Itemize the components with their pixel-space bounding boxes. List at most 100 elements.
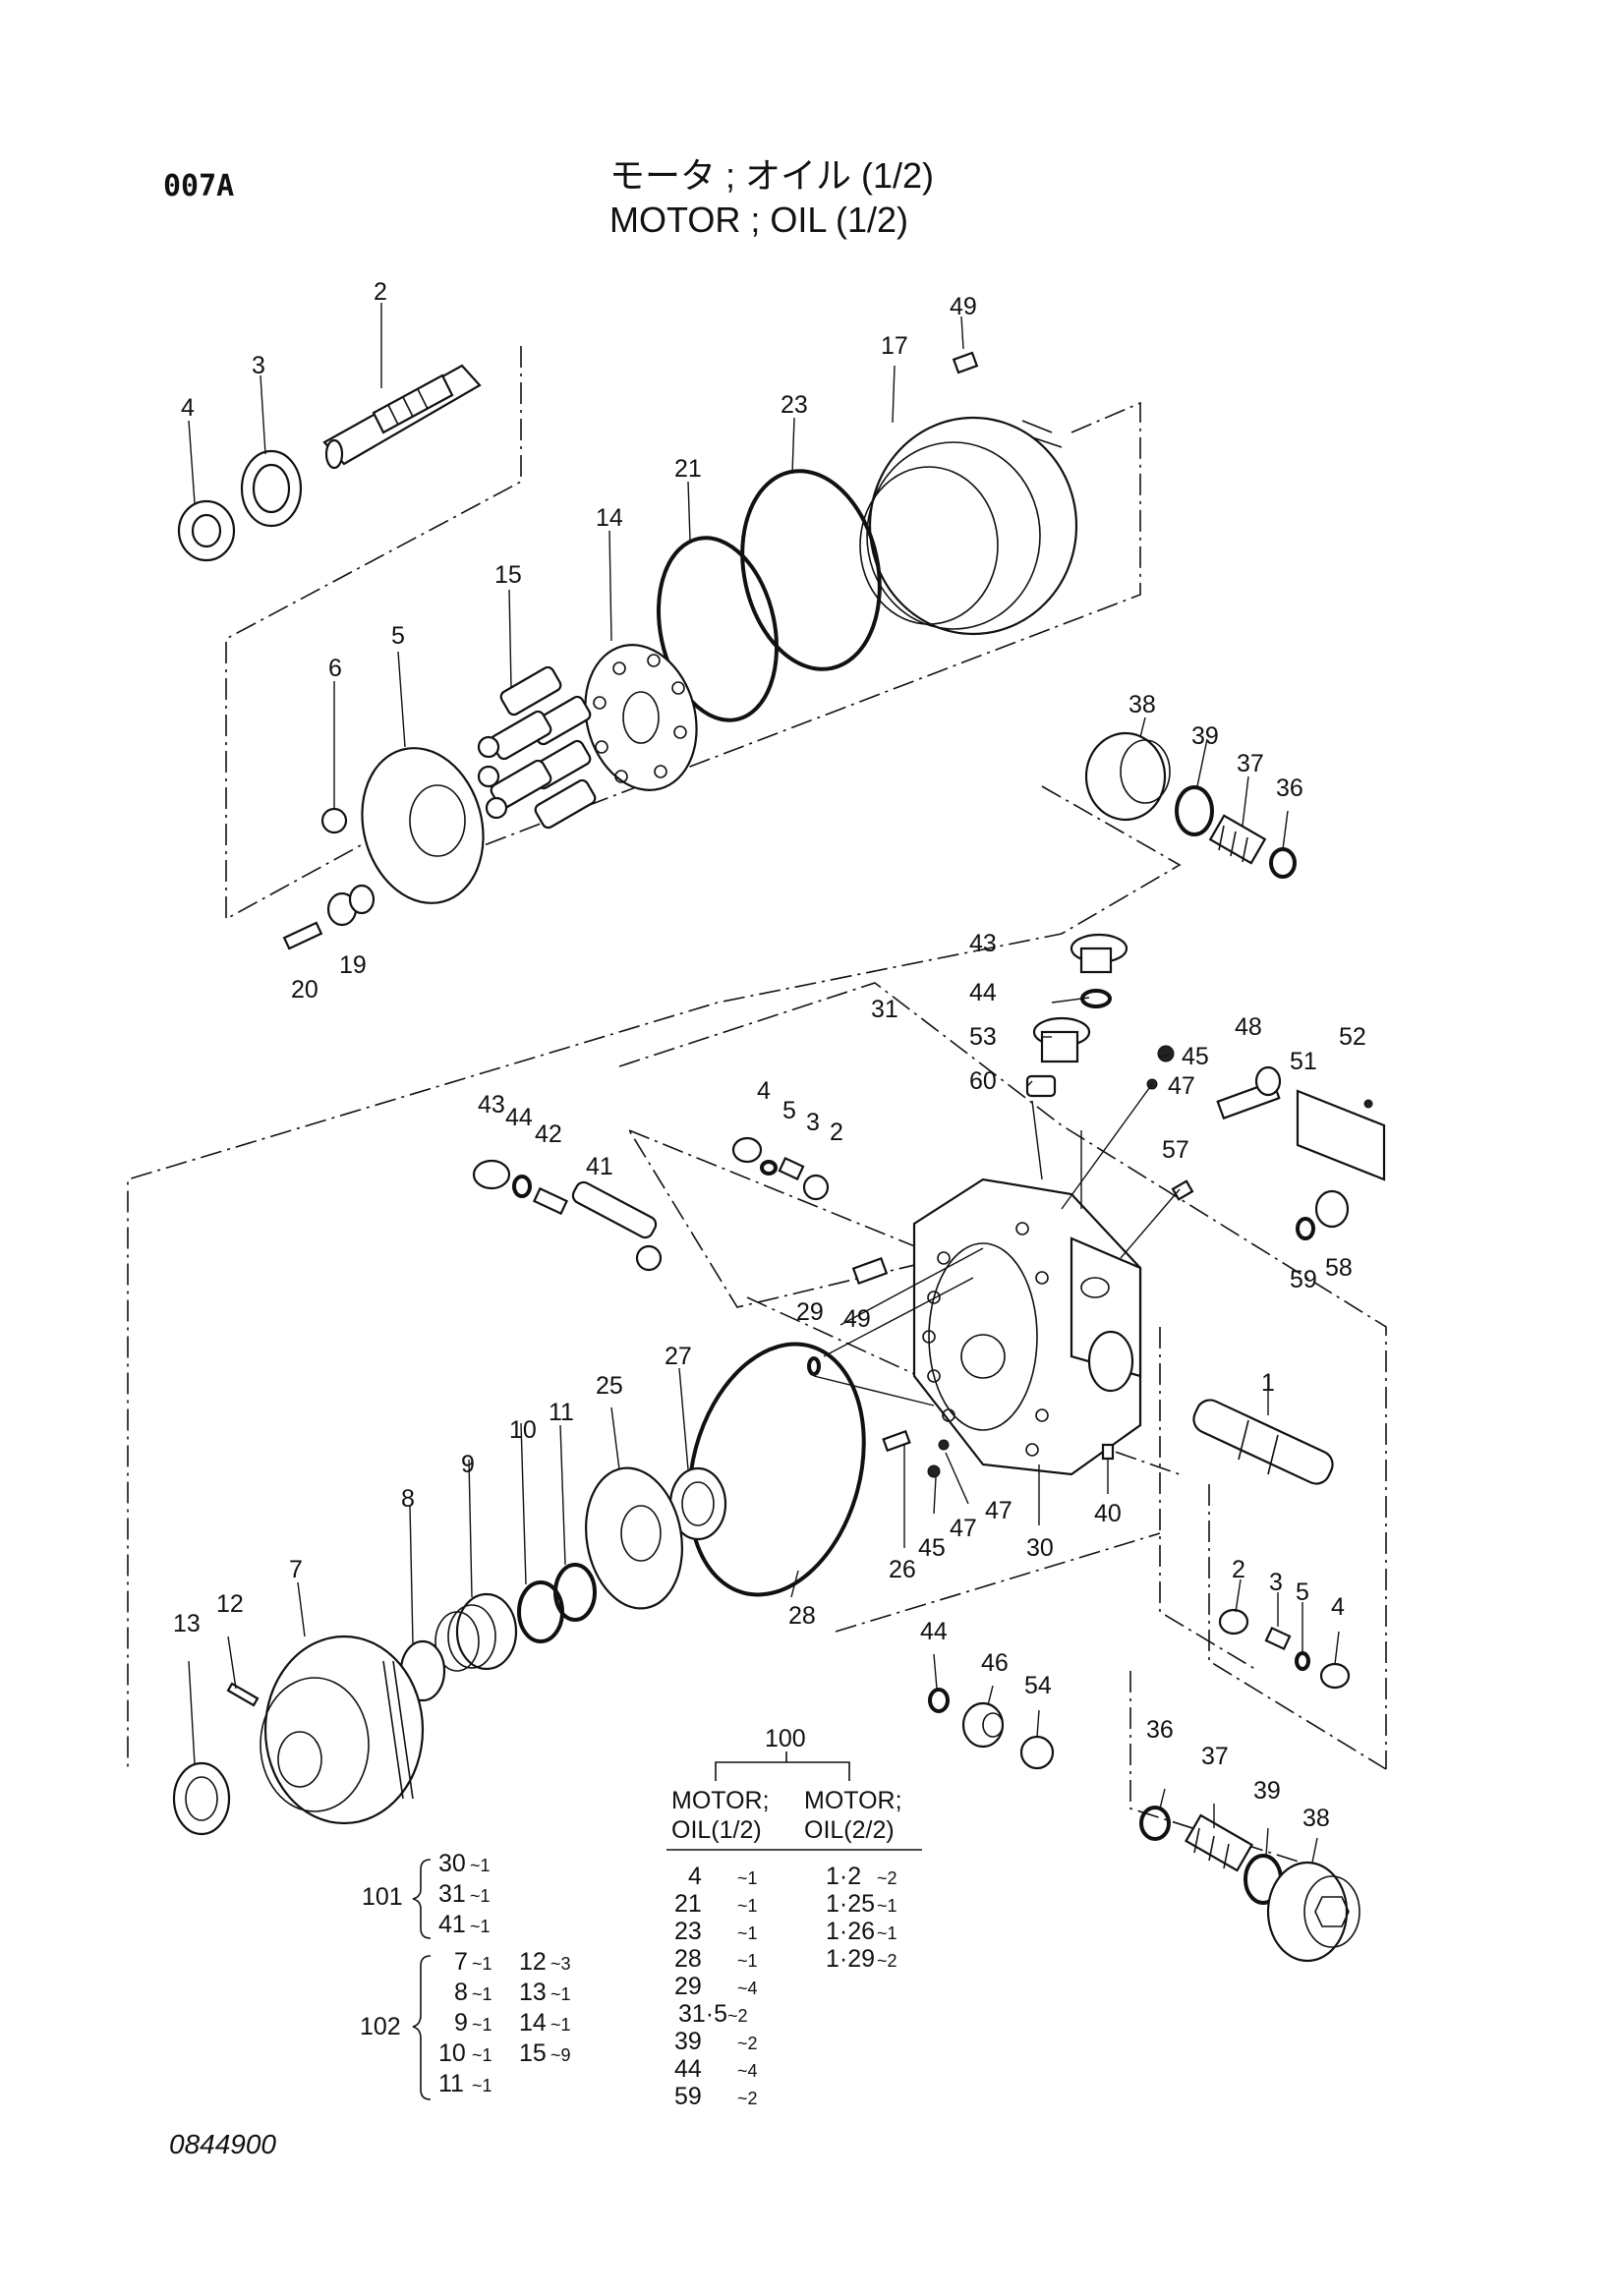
part-plug-43-upper [1070,933,1128,974]
part-plug-38-upper [1084,731,1171,822]
part-plate-14 [584,644,698,791]
svg-text:~1: ~1 [877,1923,897,1943]
title-english: MOTOR ; OIL (1/2) [609,200,909,240]
group-number: 100 [765,1725,806,1752]
kit-label: 101 [362,1883,403,1911]
col1-header: MOTOR; [671,1787,770,1814]
svg-text:~4: ~4 [737,2061,758,2081]
callout: 6 [328,655,342,682]
callout: 21 [674,455,702,483]
callout: 60 [969,1067,997,1095]
callout: 5 [391,622,405,650]
svg-text:~1: ~1 [737,1868,758,1888]
svg-text:~1: ~1 [472,1984,492,2004]
callout: 2 [1232,1556,1245,1583]
part-spring-9 [434,1592,518,1672]
callout: 39 [1191,722,1219,750]
callout: 14 [596,504,623,532]
callout: 29 [796,1298,824,1326]
svg-text:12: 12 [519,1948,547,1976]
callout: 44 [969,979,997,1006]
callout: 2 [374,278,387,306]
part-o-ring-29 [807,1356,821,1376]
part-45-lower [927,1464,941,1478]
callout: 39 [1253,1777,1281,1805]
callout: 49 [950,293,977,320]
part-60 [1025,1074,1057,1098]
callout: 51 [1290,1048,1317,1075]
part-cap-54 [1019,1735,1055,1770]
kit-102: 102 7~1 8~1 9~1 10~1 11~1 12~3 13~1 14~1… [360,1948,571,2100]
callout: 59 [1290,1266,1317,1293]
callout-labels: 2 3 4 49 17 23 21 14 15 5 6 38 39 37 36 … [173,278,1366,1832]
callout: 26 [889,1556,916,1583]
svg-text:~3: ~3 [550,1954,571,1974]
callout: 47 [950,1515,977,1542]
col2-header: MOTOR; [804,1787,902,1814]
callout: 46 [981,1649,1009,1677]
svg-text:~1: ~1 [550,2015,571,2035]
svg-text:~9: ~9 [550,2045,571,2065]
callout: 38 [1302,1805,1330,1832]
callout: 43 [478,1091,505,1119]
part-o-ring-23 [740,469,882,671]
callout: 8 [401,1485,415,1513]
callout: 1 [1261,1369,1275,1397]
part-spring-37-lower [1185,1813,1253,1872]
callout: 25 [596,1372,623,1400]
callout: 38 [1128,691,1156,718]
part-small-set-upper [731,1136,830,1201]
callout: 28 [788,1602,816,1630]
callout: 49 [843,1305,871,1333]
part-small-set-lower [1218,1608,1351,1690]
svg-text:44: 44 [674,2055,702,2083]
callout: 5 [782,1097,796,1124]
svg-text:~4: ~4 [737,1979,758,1998]
svg-text:9: 9 [454,2009,468,2037]
kit-101: 101 30~1 31~1 41~1 [362,1850,491,1939]
part-plug-38-lower [1266,1861,1360,1963]
part-ring-36-upper [1269,847,1297,879]
part-spring-42 [532,1186,569,1216]
leader-lines [188,303,1340,1864]
svg-text:10: 10 [438,2039,466,2067]
part-bolt-48 [1216,1065,1282,1120]
svg-text:~2: ~2 [877,1951,897,1971]
part-ring-10 [517,1580,564,1643]
part-spool-1 [1192,1399,1334,1485]
svg-text:1·29: 1·29 [826,1945,875,1973]
part-spring-20-collar-19 [282,884,376,950]
svg-text:1·26: 1·26 [826,1918,875,1945]
part-o-ring-28 [687,1342,866,1597]
callout: 15 [494,561,522,589]
svg-text:~1: ~1 [472,2076,492,2095]
callout: 3 [1269,1569,1283,1596]
part-plug-43-left [472,1159,511,1190]
svg-text:~1: ~1 [737,1951,758,1971]
svg-text:~1: ~1 [472,2015,492,2035]
callout: 9 [461,1451,475,1478]
part-housing-17 [859,416,1078,636]
svg-text:~1: ~1 [470,1886,491,1906]
part-47-lower [938,1439,950,1451]
callout: 11 [549,1399,574,1426]
part-shaft [322,364,482,470]
callout: 40 [1094,1500,1122,1527]
callout: 44 [505,1104,533,1131]
part-casing-30 [912,1177,1142,1476]
svg-text:7: 7 [454,1948,468,1976]
callout: 3 [252,352,265,379]
svg-text:4: 4 [688,1863,702,1890]
part-ring-59 [1296,1217,1315,1240]
part-bearing-13 [172,1761,231,1836]
title-japanese: モータ ; オイル (1/2) [609,155,935,196]
svg-text:~1: ~1 [877,1896,897,1916]
svg-text:~1: ~1 [470,1856,491,1875]
svg-text:~1: ~1 [472,2045,492,2065]
svg-text:59: 59 [674,2083,702,2110]
part-45-upper [1157,1045,1175,1062]
callout: 7 [289,1556,303,1583]
callout: 2 [830,1119,843,1146]
part-pin-26 [882,1429,911,1453]
callout: 5 [1296,1578,1309,1606]
